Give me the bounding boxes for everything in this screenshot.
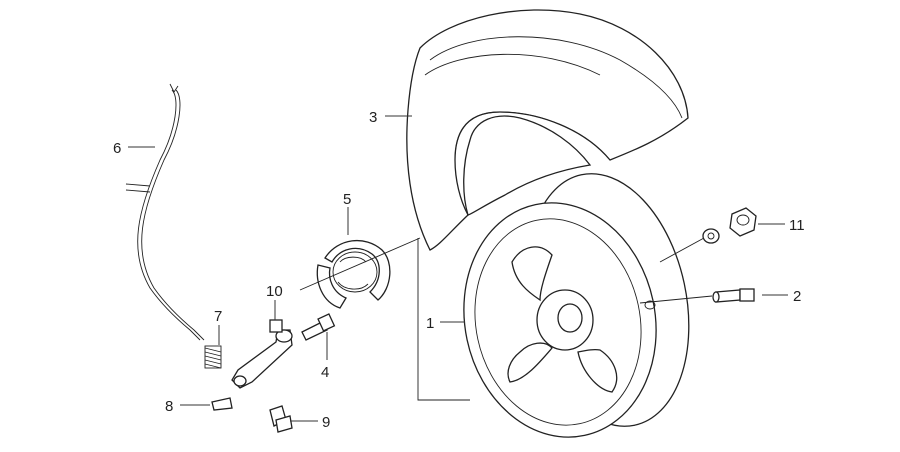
callout-6: 6 <box>113 140 121 157</box>
tire-valve <box>712 288 755 303</box>
shoe-pivot-pin <box>301 313 336 341</box>
brake-lever <box>231 319 293 389</box>
callout-3: 3 <box>369 109 377 126</box>
callout-2: 2 <box>793 288 801 305</box>
callout-10: 10 <box>266 283 283 300</box>
callout-7: 7 <box>214 308 222 325</box>
brake-shoe <box>316 239 391 309</box>
brake-cable <box>125 83 205 341</box>
leader-lines <box>128 115 788 422</box>
callout-4: 4 <box>321 364 329 381</box>
callout-8: 8 <box>165 398 173 415</box>
assembly-guide-lines <box>299 237 713 401</box>
pin <box>211 397 233 411</box>
wheel-rim <box>463 173 690 438</box>
callout-9: 9 <box>322 414 330 431</box>
tire <box>406 9 689 251</box>
callout-labels: 1 2 3 4 5 6 7 8 9 10 11 <box>113 109 805 431</box>
callout-5: 5 <box>343 191 351 208</box>
callout-1: 1 <box>426 315 434 332</box>
axle-nut-and-washer <box>702 207 757 244</box>
callout-11: 11 <box>789 217 805 234</box>
bolt <box>269 405 293 433</box>
spring <box>204 345 222 369</box>
